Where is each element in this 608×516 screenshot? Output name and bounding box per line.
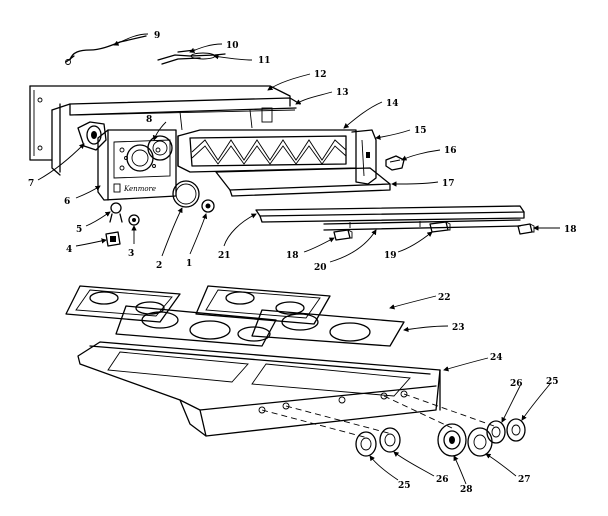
label-11: 11 (258, 56, 271, 66)
label-4: 4 (66, 245, 72, 255)
part-25-knob-right (506, 418, 526, 442)
part-5-socket (109, 202, 123, 223)
part-24-cooktop (77, 341, 441, 437)
part-20-tube (323, 219, 521, 231)
part-3-nut (128, 214, 140, 226)
label-24: 24 (490, 353, 503, 363)
part-12-back-panel (29, 85, 291, 161)
alignment-lines (261, 393, 495, 439)
label-25-right: 25 (546, 377, 559, 387)
part-25-knob-left (355, 431, 377, 457)
part-15-side-bracket (351, 129, 377, 185)
label-13: 13 (336, 88, 349, 98)
label-19: 19 (384, 251, 397, 261)
label-16: 16 (444, 146, 457, 156)
label-26-left: 26 (436, 475, 449, 485)
label-20: 20 (314, 263, 327, 273)
label-12: 12 (314, 70, 327, 80)
label-1: 1 (186, 259, 192, 269)
part-17-tray (215, 167, 391, 197)
part-18-spud-right (517, 223, 535, 235)
label-27: 27 (518, 475, 531, 485)
part-23-burner-plates (115, 305, 405, 347)
label-21: 21 (218, 251, 231, 261)
part-16-clip (385, 155, 405, 171)
label-22: 22 (438, 293, 451, 303)
part-8-timer (147, 135, 173, 161)
label-28: 28 (460, 485, 473, 495)
part-27-knob (467, 427, 493, 457)
part-19-spud (429, 221, 451, 233)
label-3: 3 (128, 249, 134, 259)
label-15: 15 (414, 126, 427, 136)
part-18-spud-left (333, 229, 353, 241)
part-4-terminal (105, 231, 121, 247)
label-7: 7 (28, 179, 34, 189)
brand-name: Kenmore (123, 185, 156, 193)
label-9: 9 (154, 31, 160, 41)
part-labels: 9 10 11 12 13 14 15 16 17 8 7 6 5 4 3 2 … (28, 31, 577, 495)
part-6-control-box: Kenmore (97, 129, 177, 201)
label-23: 23 (452, 323, 465, 333)
part-28-knob (437, 423, 467, 457)
part-10-11-electrode (157, 49, 226, 65)
label-26-right: 26 (510, 379, 523, 389)
label-6: 6 (64, 197, 70, 207)
label-25-left: 25 (398, 481, 411, 491)
part-9-wire (65, 35, 147, 65)
part-26-knob-right (486, 420, 506, 444)
label-17: 17 (442, 179, 455, 189)
label-8: 8 (146, 115, 152, 125)
part-26-knob-left (379, 427, 401, 453)
part-14-burner-box (177, 129, 357, 173)
label-10: 10 (226, 41, 239, 51)
label-18-right: 18 (564, 225, 577, 235)
label-5: 5 (76, 225, 82, 235)
label-18-left: 18 (286, 251, 299, 261)
label-14: 14 (386, 99, 399, 109)
label-2: 2 (156, 261, 162, 271)
part-1-nut (201, 199, 215, 213)
part-13-front-panel (51, 97, 301, 176)
part-2-ring (172, 180, 200, 208)
part-21-rail (255, 205, 525, 223)
leader-lines (37, 33, 560, 485)
part-22-grates (65, 285, 331, 325)
